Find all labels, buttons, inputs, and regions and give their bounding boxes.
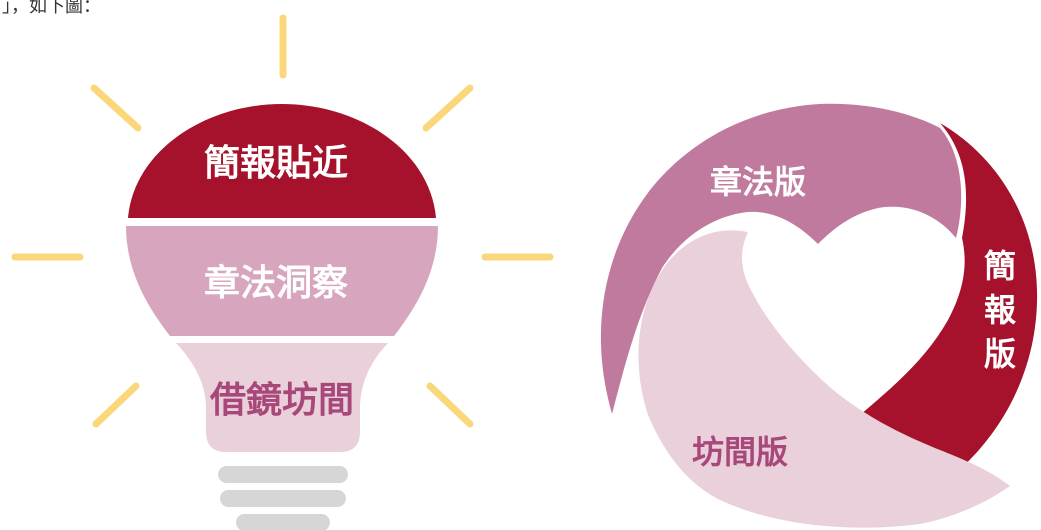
- lightbulb-diagram: 簡報貼近 章法洞察 借鏡坊間: [11, 14, 554, 530]
- bulb-middle-section: [126, 226, 438, 336]
- ray-upper-right: [422, 84, 474, 132]
- bulb-base-bar-1: [218, 466, 348, 483]
- cycle-top-label: 章法版: [710, 163, 806, 201]
- cycle-segment-top: [600, 103, 962, 414]
- cycle-right-char-3: 版: [984, 335, 1016, 373]
- bulb-base-bar-2: [220, 490, 346, 507]
- bulb-base-bar-3: [236, 514, 330, 530]
- ray-upper-left: [90, 84, 142, 132]
- cycle-right-label: 簡 報 版: [984, 247, 1016, 373]
- bulb-top-label: 簡報貼近: [204, 143, 348, 184]
- ray-lower-right: [426, 382, 474, 428]
- bulb-bottom-section: [176, 343, 388, 452]
- cycle-right-char-2: 報: [984, 291, 1016, 329]
- cycle-bottom-label: 坊間版: [692, 433, 788, 471]
- cycle-right-char-1: 簡: [984, 247, 1016, 285]
- cropped-caption-text: 」，如下圖：: [2, 0, 101, 17]
- cycle-segment-right: [830, 123, 1038, 482]
- light-rays: [11, 14, 554, 428]
- bulb-middle-label: 章法洞察: [204, 262, 348, 304]
- bulb-base: [218, 466, 348, 530]
- ray-lower-left: [92, 382, 140, 428]
- bulb-bottom-label: 借鏡坊間: [209, 380, 354, 421]
- cycle-diagram: 章法版 簡 報 版 坊間版: [600, 103, 1038, 528]
- bulb-top-section: [128, 104, 436, 218]
- cycle-segment-bottom: [638, 230, 1010, 528]
